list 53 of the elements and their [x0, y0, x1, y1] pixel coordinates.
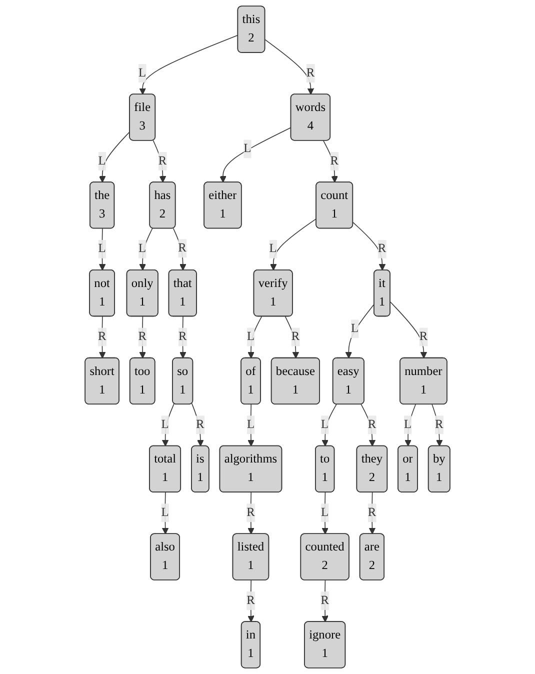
arrow	[139, 228, 153, 271]
arrow	[248, 316, 262, 359]
arrow	[390, 302, 428, 359]
arrow	[248, 580, 254, 622]
arrow	[139, 34, 238, 95]
edge-label: L	[404, 418, 412, 432]
edge-label: R	[178, 241, 186, 255]
edge-label: R	[246, 506, 255, 519]
edge-label: L	[269, 242, 277, 256]
arrow	[264, 39, 314, 95]
edge-label: R	[419, 330, 428, 344]
arrow	[220, 127, 292, 183]
edge-label: R	[378, 242, 386, 256]
edge-label: L	[161, 506, 169, 519]
edge-label: R	[368, 418, 376, 432]
edge-label: L	[98, 242, 106, 256]
arrow	[404, 404, 416, 446]
edge-label: R	[330, 154, 338, 168]
edge-label: L	[321, 418, 329, 432]
edge-label: R	[158, 154, 167, 168]
edge-label: L	[246, 418, 254, 432]
arrow	[345, 304, 375, 359]
edge-label: L	[138, 66, 146, 80]
arrow	[322, 492, 328, 534]
edge-label: R	[435, 418, 444, 432]
arrow	[139, 316, 146, 359]
edge-label: R	[138, 330, 146, 344]
edge-label: L	[321, 506, 329, 519]
edge-label: R	[291, 330, 300, 344]
edge-label: L	[138, 242, 146, 256]
arrow	[162, 403, 175, 446]
arrow	[98, 131, 130, 183]
edge-label: R	[178, 330, 187, 344]
edge-label: R	[196, 418, 204, 432]
arrow	[248, 404, 254, 446]
arrow	[162, 492, 169, 534]
arrow	[248, 492, 254, 534]
edge-label: R	[320, 594, 329, 607]
edge-label: R	[246, 594, 255, 607]
arrow	[270, 218, 317, 271]
edge-label: R	[368, 506, 376, 519]
edge-label: L	[246, 330, 254, 344]
edge-label: L	[244, 142, 252, 156]
arrow	[322, 580, 328, 622]
edge-label: L	[161, 418, 169, 432]
edge-label: R	[98, 330, 106, 344]
edge-label: L	[351, 322, 359, 335]
arrow	[98, 228, 106, 271]
arrow	[322, 404, 337, 446]
arrow	[172, 228, 186, 271]
edge-label: L	[98, 154, 106, 168]
arrow	[352, 222, 386, 271]
edge-label: R	[306, 66, 315, 80]
